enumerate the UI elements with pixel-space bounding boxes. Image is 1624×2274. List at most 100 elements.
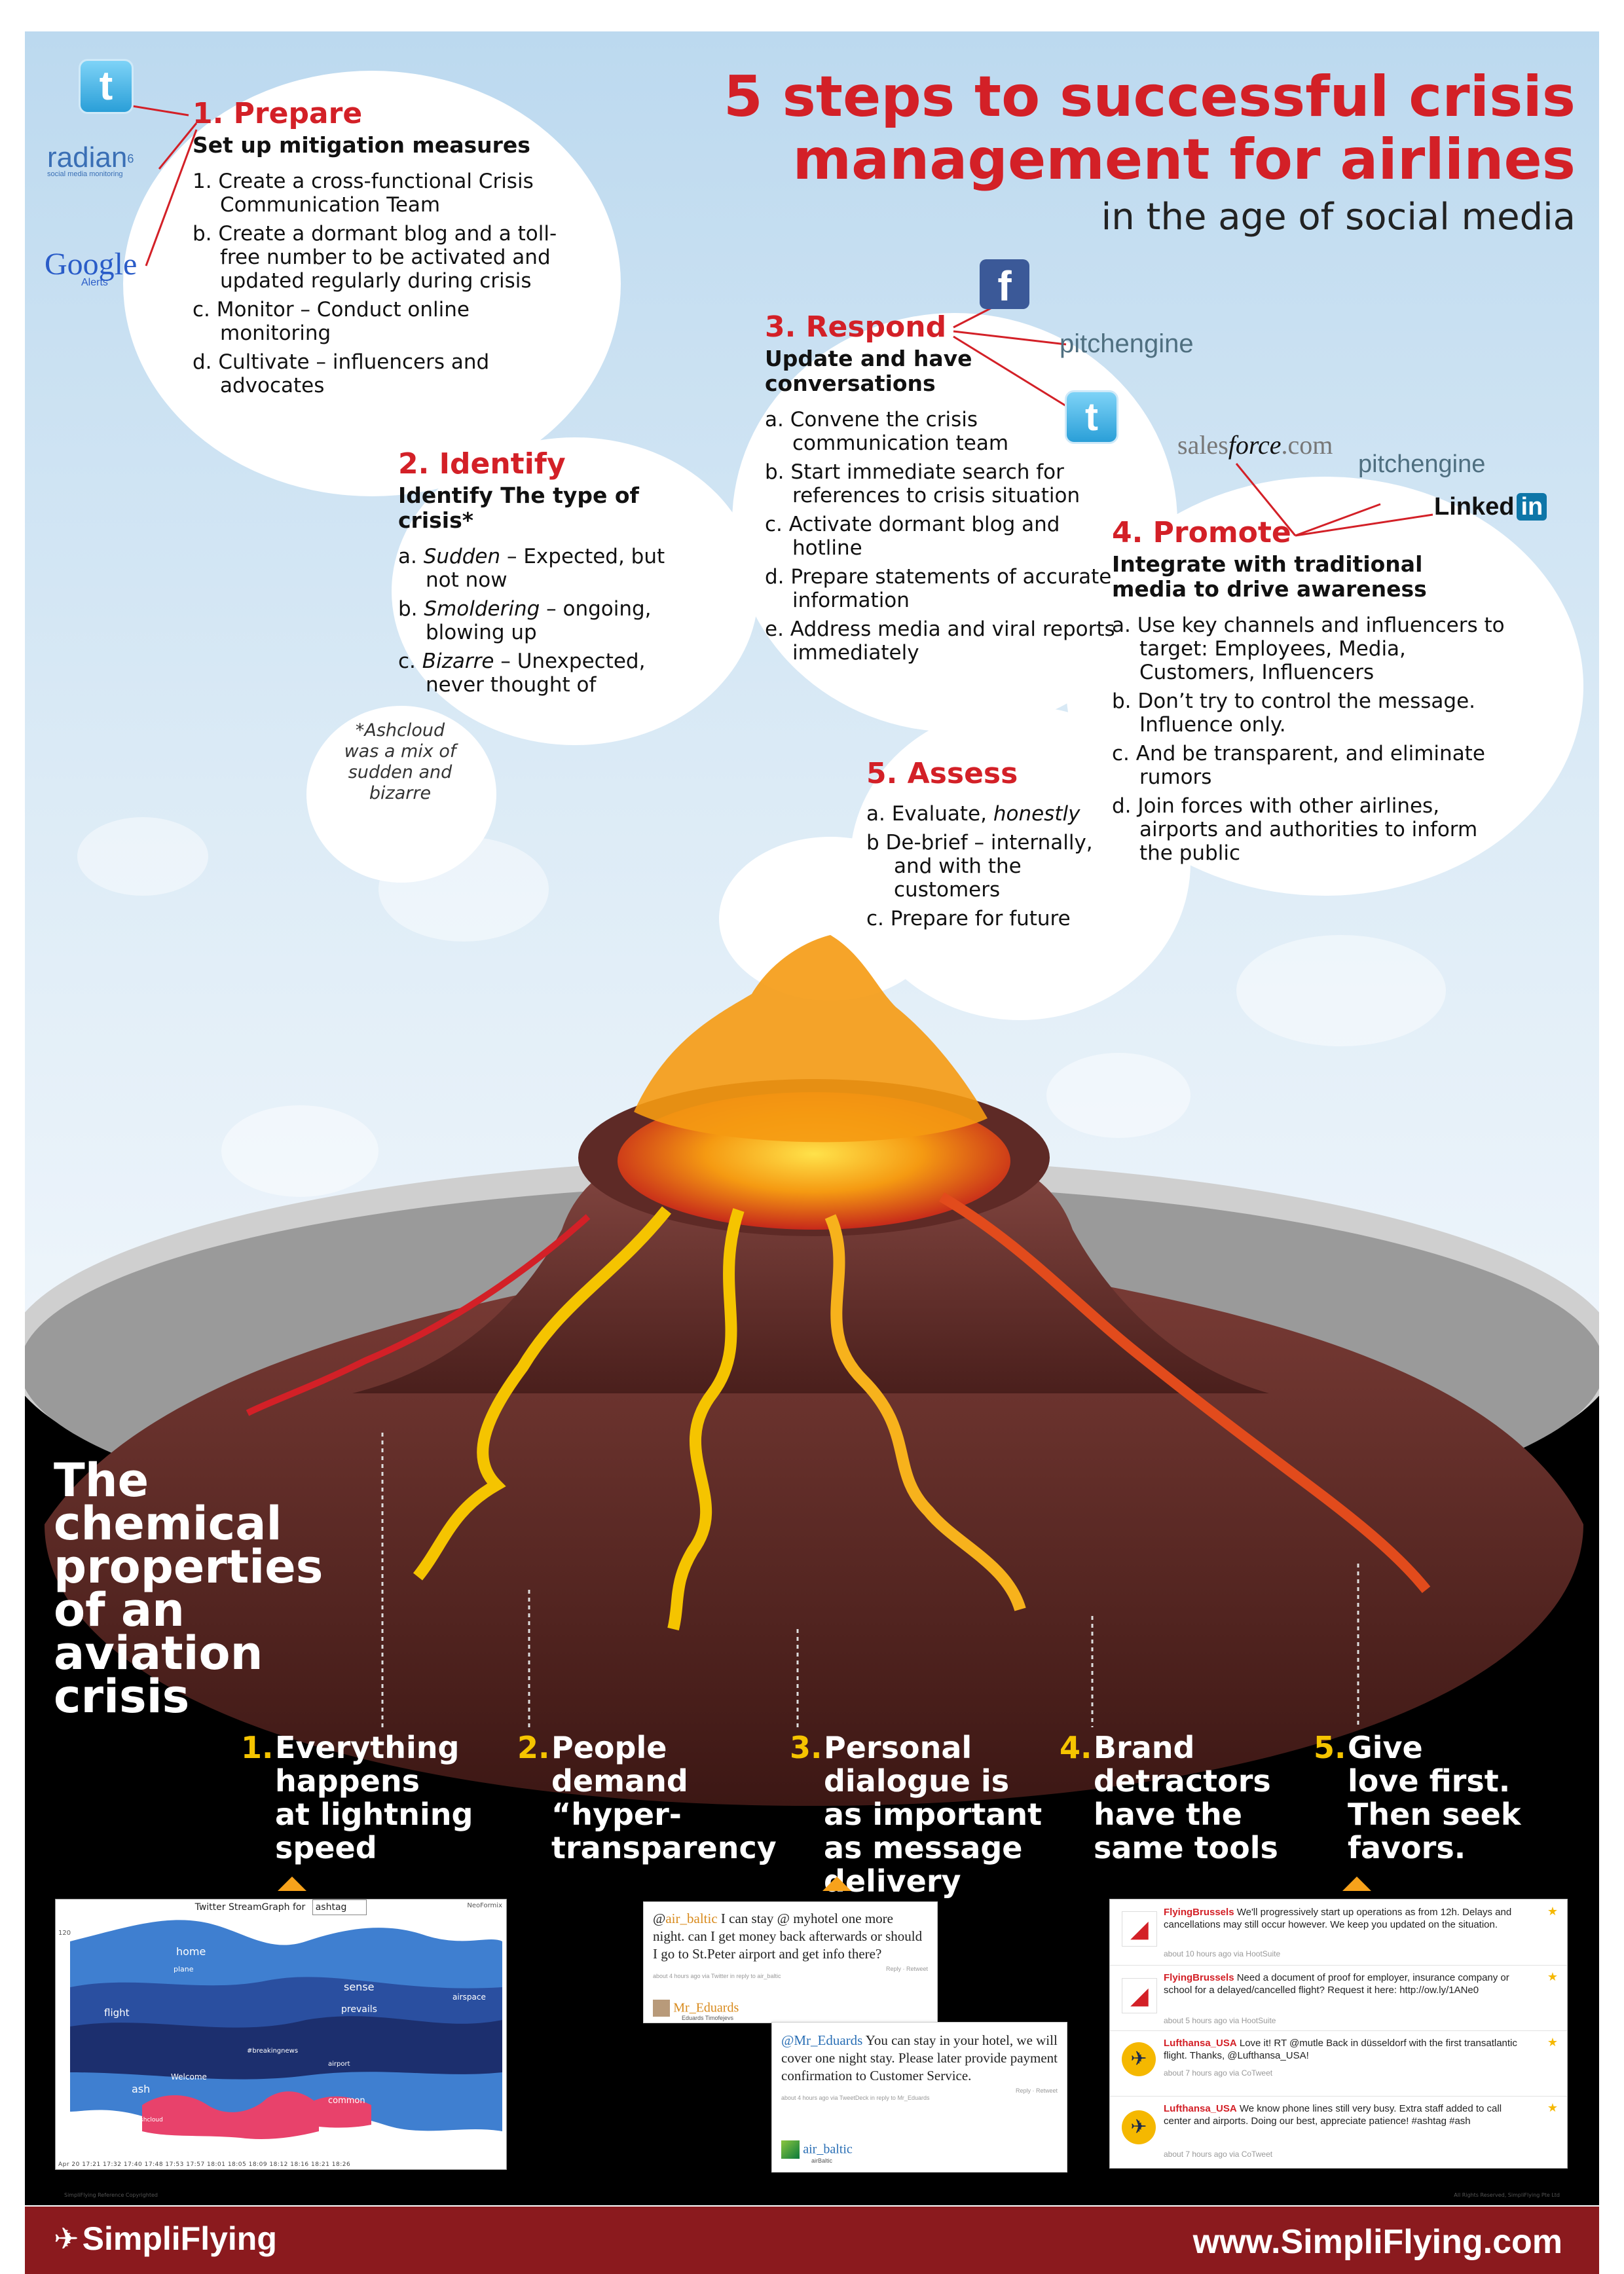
twitter-streamgraph: Twitter StreamGraph for ashtag NeoFormix… xyxy=(55,1899,507,2170)
property-line: delivery xyxy=(824,1863,961,1899)
connector-google-prepare xyxy=(145,129,198,266)
connector-pitchengine-promote xyxy=(1295,503,1381,537)
lava-flow xyxy=(246,1214,591,1416)
chemical-title: The chemical properties of an aviation c… xyxy=(54,1454,323,1719)
property-number: 2. xyxy=(517,1730,550,1765)
avatar[interactable] xyxy=(653,2000,670,2017)
property-3: 3. Personal dialogue is as important as … xyxy=(790,1731,1042,1898)
avatar[interactable] xyxy=(781,2140,800,2159)
item-text: De-brief – internally, and with the cust… xyxy=(885,831,1093,902)
tweet-meta: about 5 hours ago via HootSuite xyxy=(1164,2016,1276,2025)
avatar[interactable]: ◢ xyxy=(1122,1911,1157,1947)
list-item: ✈ Lufthansa_USA We know phone lines stil… xyxy=(1110,2096,1567,2167)
star-icon[interactable]: ★ xyxy=(1547,2101,1558,2114)
step-1-prepare: 1. Prepare Set up mitigation measures 1.… xyxy=(193,97,579,403)
list-item: a. Convene the crisis communication team xyxy=(765,408,1009,455)
item-prefix: a. xyxy=(866,802,892,826)
title-line-2: management for airlines xyxy=(792,127,1576,193)
stream-word: Welcome xyxy=(171,2072,207,2081)
step-2-list: a. Sudden – Expected, but not now b. Smo… xyxy=(398,545,699,697)
item-emphasis: honestly xyxy=(993,802,1080,826)
star-icon[interactable]: ★ xyxy=(1547,1970,1558,1983)
property-line: favors. xyxy=(1348,1830,1466,1865)
tweet-text: FlyingBrussels We'll progressively start… xyxy=(1164,1906,1530,1931)
lava-flow xyxy=(667,1208,745,1631)
list-item: b. Start immediate search for references… xyxy=(765,460,1080,507)
tweet-user-link[interactable]: FlyingBrussels xyxy=(1164,1907,1234,1918)
connector-twitter-prepare xyxy=(124,103,189,117)
streamgraph-query-input[interactable]: ashtag xyxy=(312,1899,367,1915)
step-4-heading: 4. Promote xyxy=(1112,516,1291,549)
marker-arrow xyxy=(1342,1877,1371,1891)
property-line: Personal xyxy=(824,1730,972,1765)
tweet-user-link[interactable]: Lufthansa_USA xyxy=(1164,2103,1237,2114)
streamgraph-time-axis: Apr 20 17:21 17:32 17:40 17:48 17:53 17:… xyxy=(58,2161,351,2168)
radian6-logo: radian6 social media monitoring xyxy=(47,141,134,178)
item-term: Sudden xyxy=(423,545,501,568)
sky-cloud xyxy=(77,817,208,896)
radian6-tagline: social media monitoring xyxy=(47,170,123,178)
tweet-answer: @Mr_Eduards You can stay in your hotel, … xyxy=(771,2022,1067,2173)
step-2-heading: 2. Identify xyxy=(398,447,566,481)
stream-word: airspace xyxy=(452,1992,486,2002)
tweet-mention-link[interactable]: @Mr_Eduards xyxy=(781,2032,863,2048)
tweet-body: We'll progressively start up operations … xyxy=(1164,1907,1512,1930)
tweet-author-link[interactable]: air_baltic xyxy=(803,2142,853,2157)
step-5-list: a. Evaluate, honestly b De-brief – inter… xyxy=(866,802,1128,930)
footer-url-link[interactable]: www.SimpliFlying.com xyxy=(1192,2223,1562,2261)
stream-word: flight xyxy=(104,2007,130,2019)
footer-credit-right: All Rights Reserved, SimpliFlying Pte Lt… xyxy=(1454,2192,1560,2198)
chemical-title-line: The xyxy=(54,1454,149,1507)
chemical-title-line: aviation xyxy=(54,1626,263,1680)
property-number: 5. xyxy=(1314,1730,1346,1765)
linkedin-in-badge: in xyxy=(1517,493,1547,521)
tweet-meta: about 7 hours ago via CoTweet xyxy=(1164,2150,1273,2159)
list-item: b De-brief – internally, and with the cu… xyxy=(866,831,1128,902)
tweet-author-link[interactable]: Mr_Eduards xyxy=(673,2000,739,2015)
avatar[interactable]: ◢ xyxy=(1122,1978,1157,2013)
plane-icon: ✈ xyxy=(54,2221,79,2256)
linkedin-wordmark: Linked xyxy=(1434,493,1515,521)
tweet-mention-link[interactable]: air_baltic xyxy=(665,1911,718,1926)
stream-layer xyxy=(306,2096,371,2128)
tweet-user-link[interactable]: FlyingBrussels xyxy=(1164,1972,1234,1983)
tweet-author: Mr_Eduards xyxy=(653,1999,739,2017)
item-text: Evaluate, xyxy=(891,802,993,826)
cloud-step2 xyxy=(392,437,758,745)
tweet-question: @air_baltic I can stay @ myhotel one mor… xyxy=(643,1901,938,2023)
step-1-heading: 1. Prepare xyxy=(193,97,363,130)
radian6-wordmark: radian xyxy=(47,141,128,174)
stream-word: #ashcloud xyxy=(132,2117,163,2123)
property-5: 5. Give love first. Then seek favors. xyxy=(1314,1731,1521,1865)
tweet-actions[interactable]: Reply · Retweet xyxy=(885,1966,928,1972)
chemical-title-line: chemical xyxy=(54,1497,282,1550)
list-item: c. Prepare for future xyxy=(866,907,1128,930)
tweet-text: FlyingBrussels Need a document of proof … xyxy=(1164,1971,1530,1996)
footer-logo[interactable]: ✈ SimpliFlying xyxy=(54,2220,277,2258)
tweet-user-link[interactable]: Lufthansa_USA xyxy=(1164,2038,1237,2049)
airline-tweets: ◢ FlyingBrussels We'll progressively sta… xyxy=(1109,1899,1568,2169)
step-4-promote: 4. Promote Integrate with traditional me… xyxy=(1112,516,1505,870)
star-icon[interactable]: ★ xyxy=(1547,2036,1558,2049)
lava-flow xyxy=(413,1206,672,1581)
facebook-icon: f xyxy=(980,259,1029,310)
stream-word: plane xyxy=(174,1965,194,1973)
property-line: love first. xyxy=(1348,1763,1511,1799)
star-icon[interactable]: ★ xyxy=(1547,1905,1558,1918)
lava-flow xyxy=(824,1214,1026,1611)
property-number: 4. xyxy=(1060,1730,1092,1765)
step-2-subheading: Identify The type of crisis* xyxy=(398,483,639,533)
avatar[interactable]: ✈ xyxy=(1122,2042,1156,2076)
list-item: c. Monitor – Conduct online monitoring xyxy=(193,298,470,345)
tweet-actions[interactable]: Reply · Retweet xyxy=(1015,2087,1058,2094)
tweet-text: Lufthansa_USA Love it! RT @mutle Back in… xyxy=(1164,2037,1530,2062)
tweet-body: Love it! RT @mutle Back in düsseldorf wi… xyxy=(1164,2038,1517,2061)
salesforce-logo: salesforce.com xyxy=(1177,430,1333,460)
marker-arrow xyxy=(822,1877,851,1891)
google-wordmark: Google xyxy=(45,247,138,282)
tweet-at-sign: @ xyxy=(653,1911,666,1926)
item-rest: – Expected, but not now xyxy=(426,545,665,592)
tweet-body: I can stay @ myhotel one more night. can… xyxy=(653,1911,923,1962)
avatar[interactable]: ✈ xyxy=(1122,2110,1156,2144)
item-rest: – ongoing, blowing up xyxy=(426,597,652,644)
